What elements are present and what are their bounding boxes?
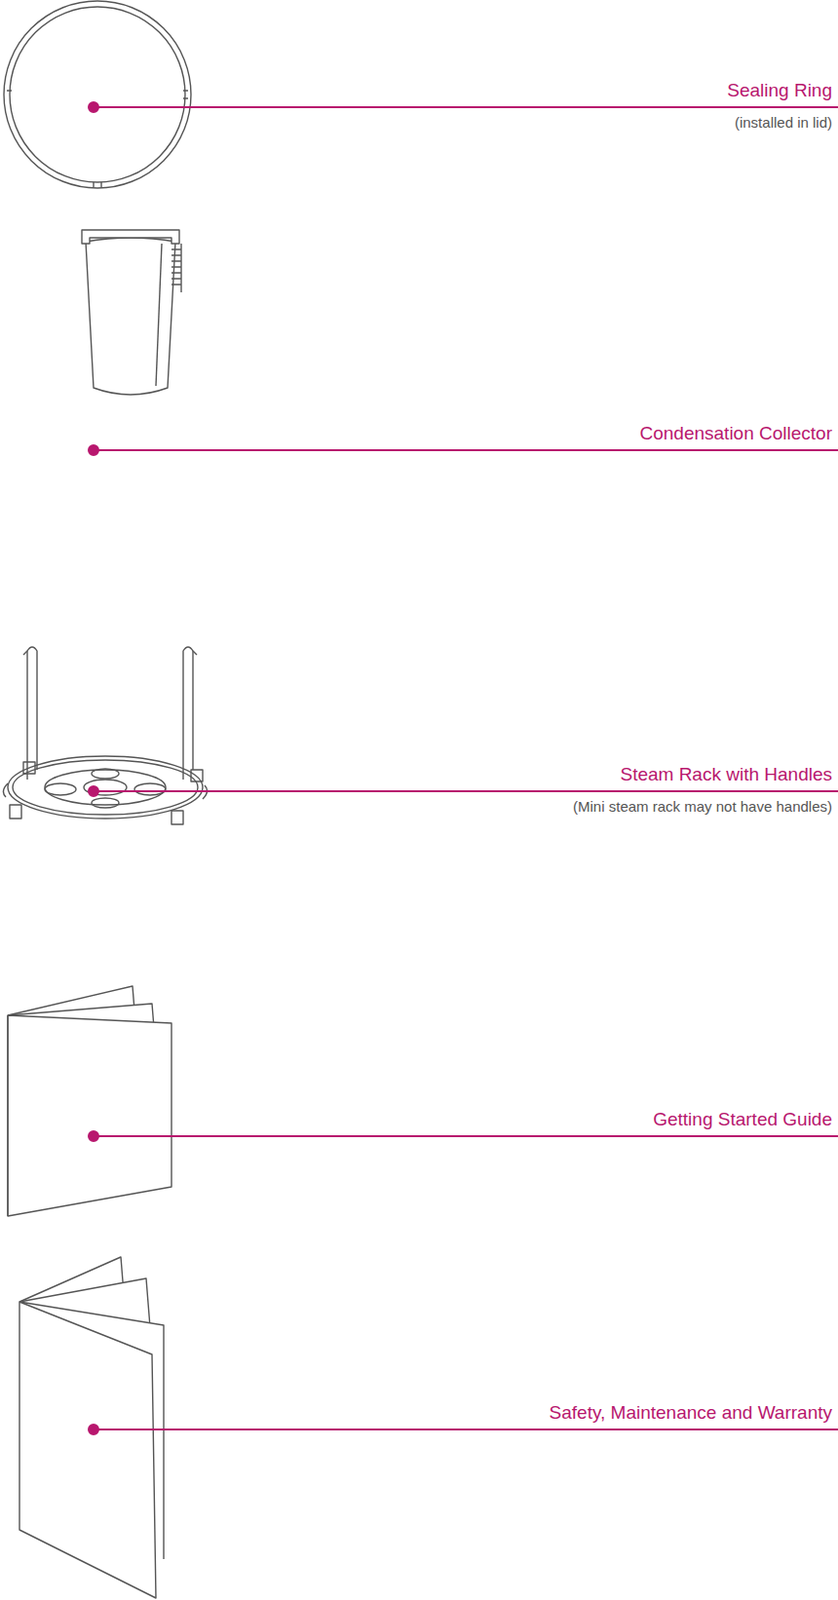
guide-booklet <box>7 986 172 1217</box>
part-name: Getting Started Guide <box>652 1108 833 1131</box>
part-note: (Mini steam rack may not have handles) <box>572 798 833 815</box>
leader-lines <box>88 102 838 1435</box>
sealing-ring <box>3 0 191 189</box>
condensation-collector <box>81 229 182 395</box>
part-name: Safety, Maintenance and Warranty <box>549 1402 833 1424</box>
part-name: Condensation Collector <box>639 422 833 445</box>
part-name: Steam Rack with Handles <box>619 763 833 786</box>
safety-booklet <box>19 1257 164 1599</box>
steam-rack <box>2 647 207 825</box>
part-name: Sealing Ring <box>726 79 833 102</box>
part-note: (installed in lid) <box>734 114 833 131</box>
